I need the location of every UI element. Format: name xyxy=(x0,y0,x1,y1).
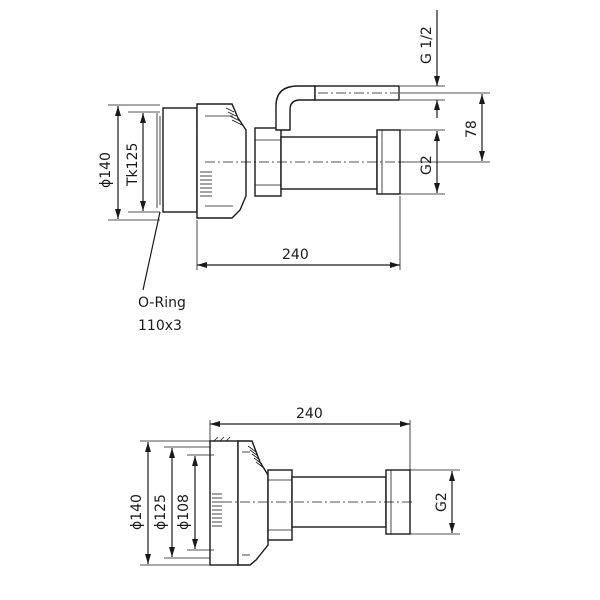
oring-label: O-Ring xyxy=(138,295,186,311)
bottom-dim-g2-label: G2 xyxy=(434,492,450,512)
dim-phi140-label: ϕ140 xyxy=(98,152,114,188)
oring-size: 110x3 xyxy=(138,318,182,334)
flange-thread-hatch xyxy=(200,107,243,197)
dim-78-label: 78 xyxy=(464,120,480,138)
dim-g2-top-label: G2 xyxy=(419,155,435,175)
nozzle-body xyxy=(196,103,247,219)
bent-pipe xyxy=(275,85,316,131)
bottom-flange-hatch xyxy=(212,436,265,527)
bottom-dim-phi125-label: ϕ125 xyxy=(153,494,169,530)
dim-g-half-label: G 1/2 xyxy=(419,26,435,64)
flange-disc xyxy=(162,107,198,213)
flange-ring xyxy=(209,440,239,566)
bottom-clamp-nut xyxy=(267,469,293,541)
nozzle-cone xyxy=(237,440,269,566)
main-tube xyxy=(280,136,378,190)
bottom-view: 240 ϕ140 ϕ125 ϕ108 G2 xyxy=(129,406,460,566)
bottom-dim-phi140-label: ϕ140 xyxy=(129,494,145,530)
dim-240-label: 240 xyxy=(282,247,309,263)
bottom-dim-phi108-label: ϕ108 xyxy=(176,494,192,530)
dim-tk125-label: Tk125 xyxy=(125,143,141,187)
top-view: ϕ140 Tk125 O-Ring 110x3 240 G 1/2 78 xyxy=(98,10,490,334)
oring-leader-line xyxy=(142,211,161,291)
bottom-dim-240-label: 240 xyxy=(296,406,323,422)
